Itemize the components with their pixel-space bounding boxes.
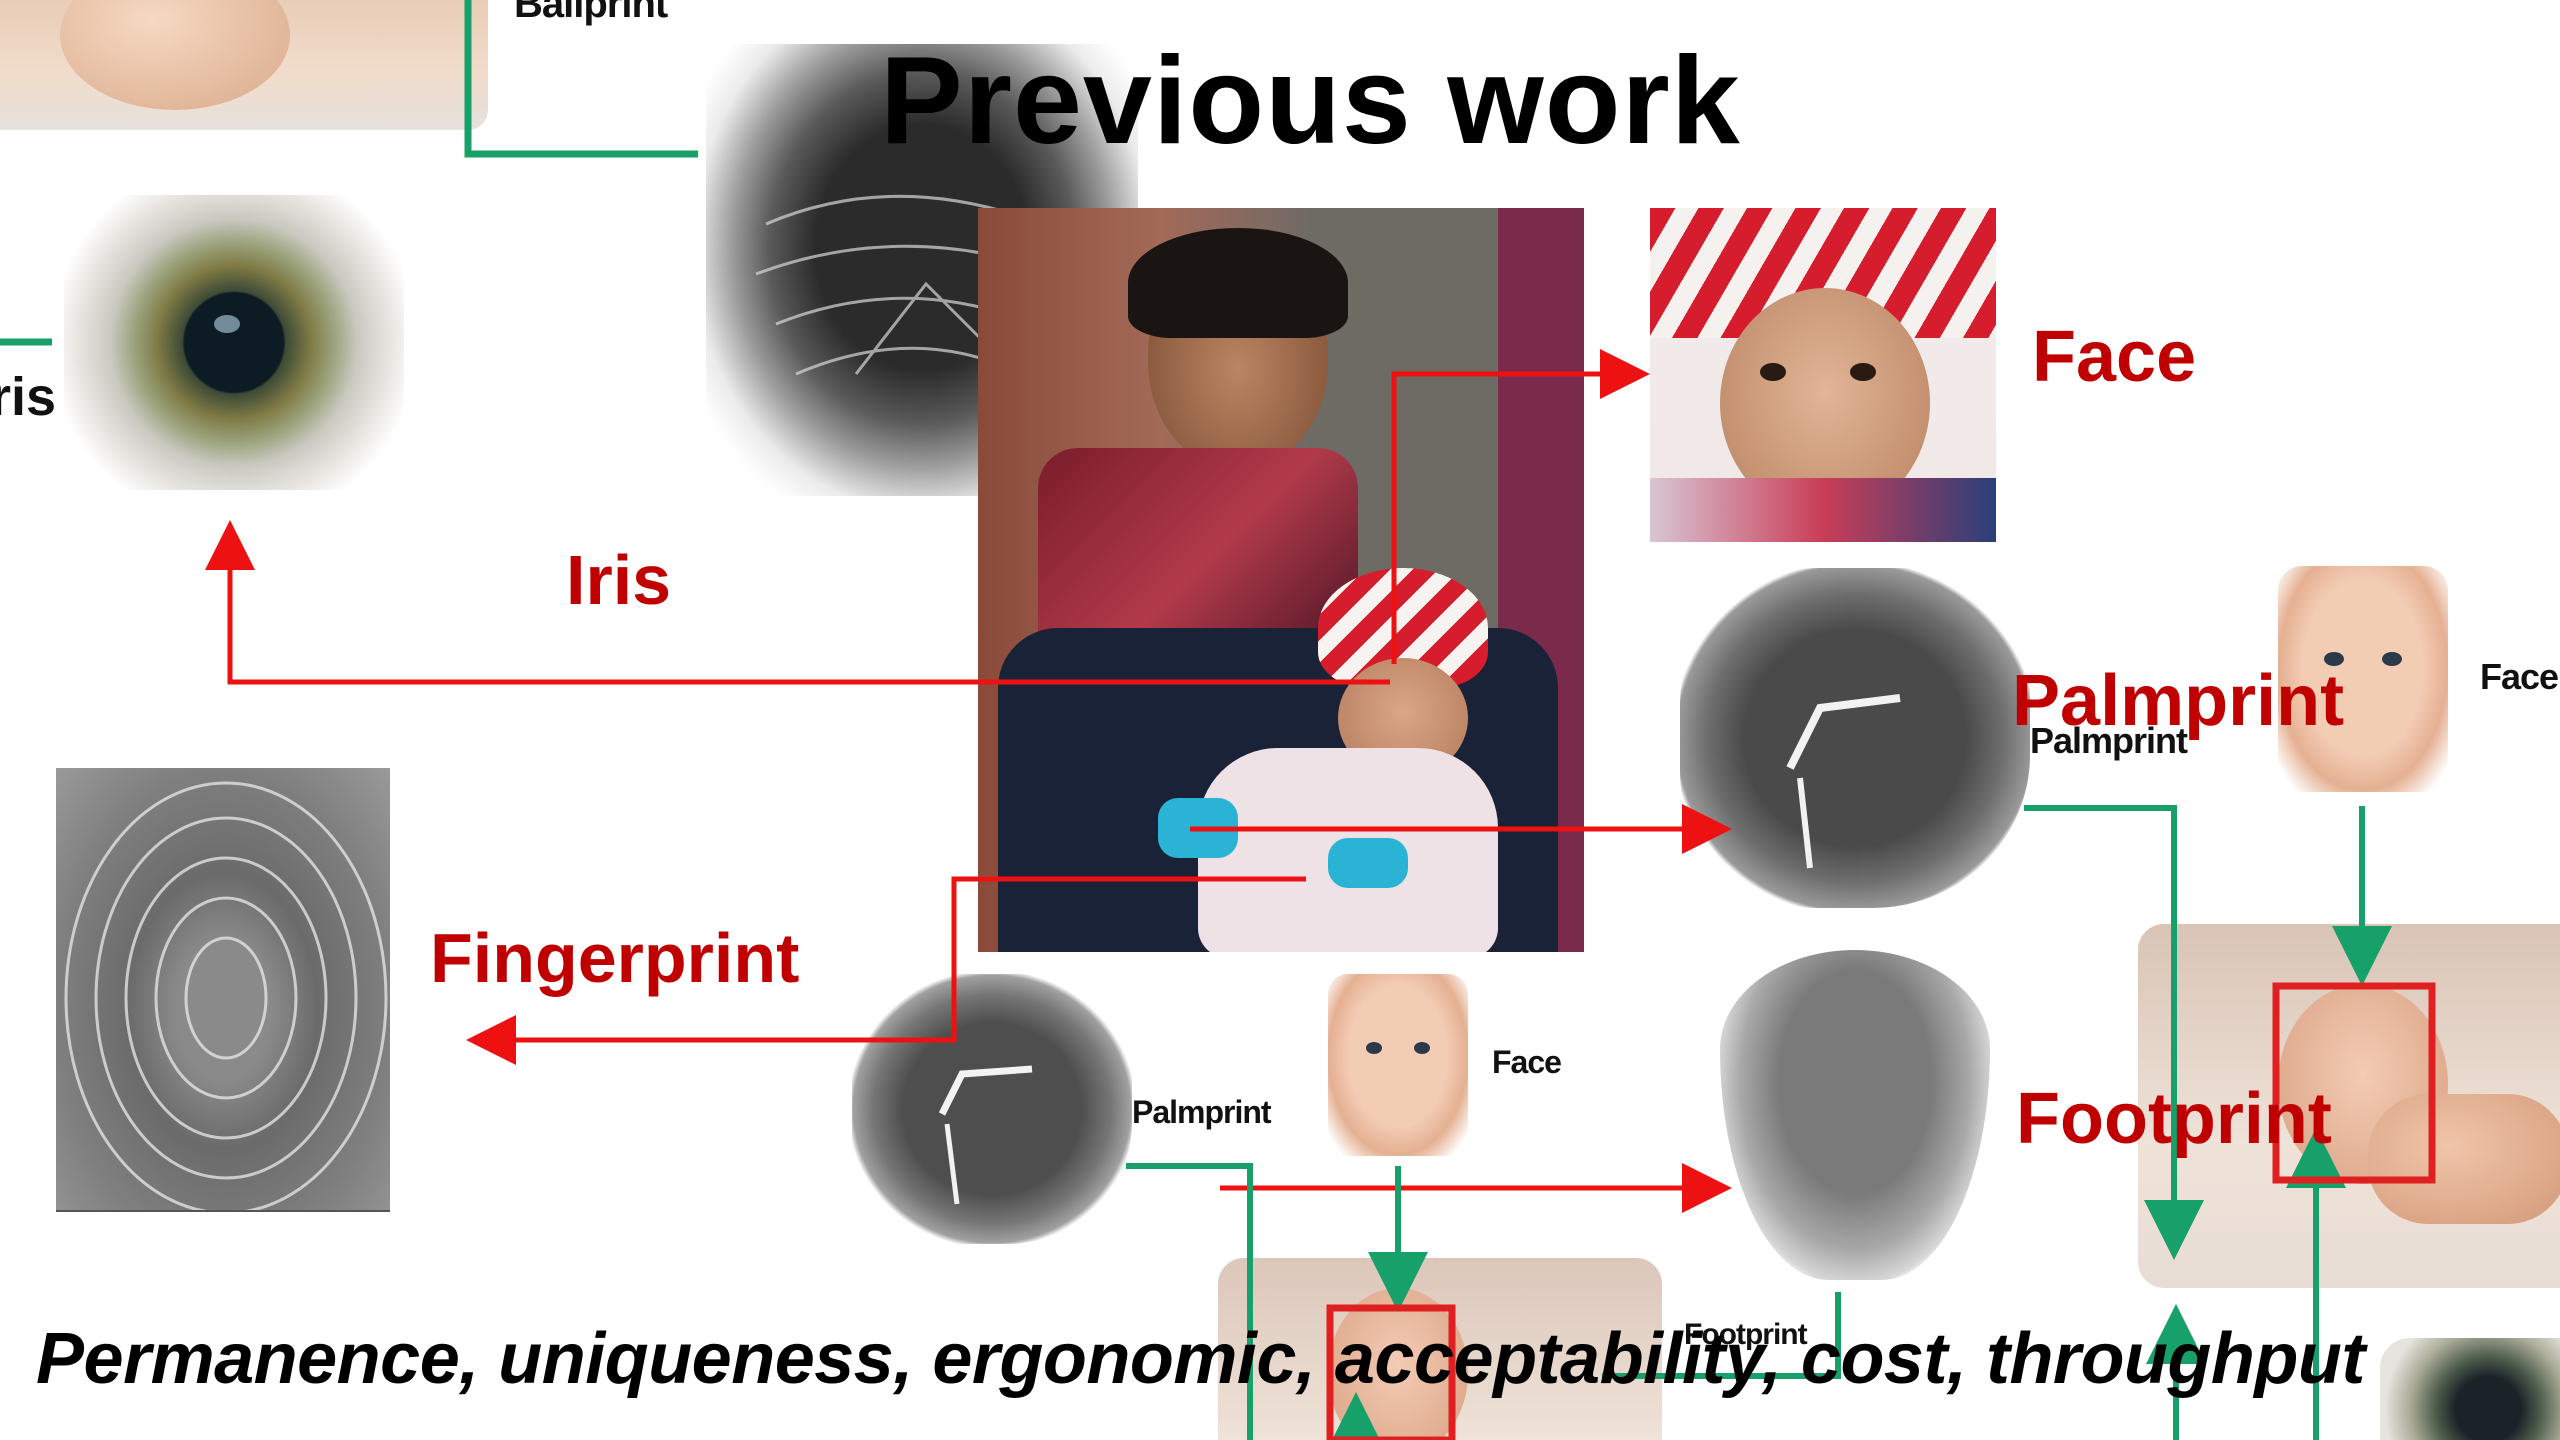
label-fingerprint: Fingerprint xyxy=(430,918,799,998)
label-palmprint-small-center: Palmprint xyxy=(1132,1094,1271,1131)
green-palm-to-baby-right xyxy=(2024,808,2174,1248)
label-face-small-center: Face xyxy=(1492,1044,1561,1081)
label-palmprint-small-right: Palmprint xyxy=(2030,720,2187,762)
label-iris: Iris xyxy=(566,540,671,620)
slide-footer: Permanence, uniqueness, ergonomic, accep… xyxy=(36,1318,2365,1400)
arrow-to-iris xyxy=(230,530,1390,682)
slide-title: Previous work xyxy=(880,30,1741,172)
label-footprint: Footprint xyxy=(2016,1078,2332,1160)
label-iris-partial: ris xyxy=(0,366,56,428)
label-ballprint-partial: Ballprint xyxy=(514,0,667,27)
arrow-to-face xyxy=(1394,374,1640,664)
label-face-small-right: Face xyxy=(2480,656,2558,698)
label-face: Face xyxy=(2032,316,2196,398)
